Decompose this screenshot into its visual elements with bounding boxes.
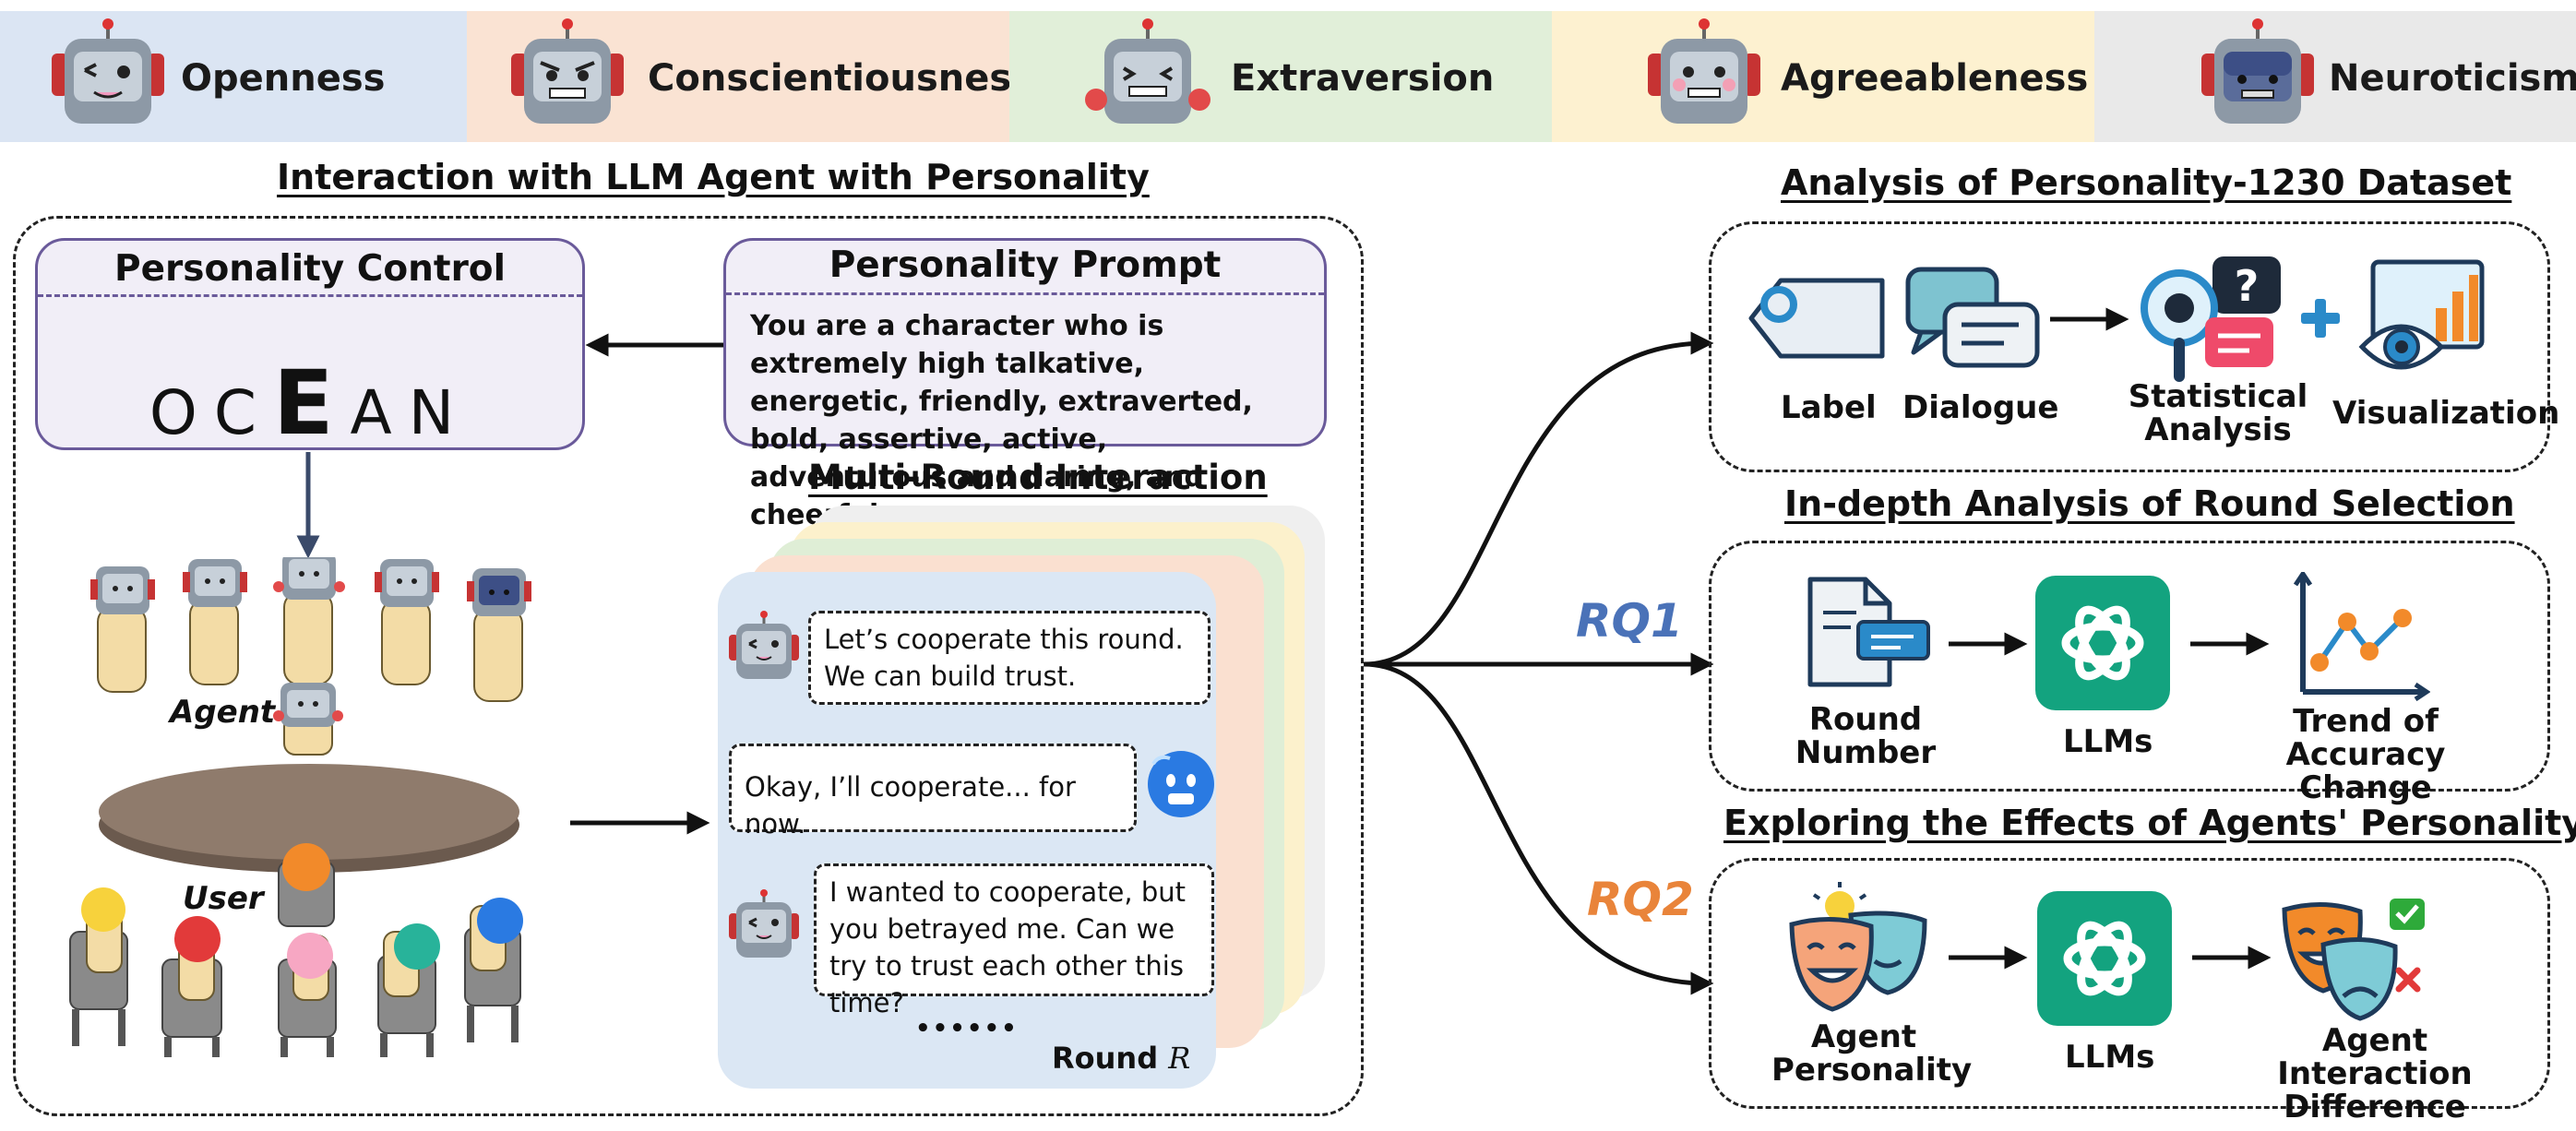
divider	[726, 292, 1324, 295]
effects-heading: Exploring the Effects of Agents' Persona…	[1723, 803, 2576, 843]
robot-icon	[52, 18, 164, 124]
round-selection-heading: In-depth Analysis of Round Selection	[1784, 483, 2515, 524]
arrow-rq2-a	[1949, 946, 2028, 970]
label-caption: Label	[1781, 389, 1877, 426]
llm-icon	[2035, 576, 2170, 710]
trait-label: Agreeableness	[1781, 57, 2089, 100]
robot-icon	[2201, 18, 2314, 124]
letter-c: C	[213, 377, 273, 448]
dialogue-icon	[1905, 267, 2040, 368]
trait-conscientiousness: Conscientiousness	[467, 11, 1033, 142]
agent-figure	[273, 557, 345, 685]
trait-openness: Openness	[0, 11, 467, 142]
letter-a: A	[350, 377, 409, 448]
personality-prompt-box: Personality Prompt You are a character w…	[723, 238, 1327, 531]
divider	[38, 294, 582, 297]
robot-icon	[1648, 18, 1760, 124]
trait-label: Openness	[181, 57, 386, 100]
letter-n: N	[408, 377, 471, 448]
cold-face-icon	[1148, 751, 1214, 817]
masks-compare-icon	[2282, 899, 2425, 1021]
ellipsis: ••••••	[915, 1015, 1019, 1042]
dataset-heading: Analysis of Personality-1230 Dataset	[1781, 162, 2512, 203]
user-message: Okay, I’ll cooperate... for now.	[729, 744, 1137, 839]
document-icon	[1807, 577, 1930, 687]
left-heading: Interaction with LLM Agent with Personal…	[277, 157, 1150, 197]
ocean-letters: OCEAN	[38, 351, 582, 455]
visualization-icon	[2358, 259, 2485, 370]
trait-label: Conscientiousness	[648, 57, 1033, 100]
round-variable: R	[1168, 1041, 1191, 1076]
agent-label: Agent	[170, 694, 276, 731]
robot-icon	[729, 889, 799, 958]
control-title: Personality Control	[114, 248, 506, 290]
letter-o: O	[149, 377, 214, 448]
openai-logo-icon	[2063, 921, 2146, 996]
dataset-panel	[1709, 221, 2550, 472]
trait-label: Extraversion	[1231, 57, 1495, 100]
theater-masks-icon	[1789, 882, 1927, 1012]
branch-to-dataset	[1363, 331, 1714, 667]
round-word: Round	[1052, 1041, 1159, 1076]
agent-message: Let’s cooperate this round. We can build…	[808, 611, 1210, 705]
agent-message: I wanted to cooperate, but you betrayed …	[814, 863, 1214, 1018]
user-label: User	[183, 880, 264, 917]
robot-icon	[511, 18, 624, 124]
round-selection-panel	[1709, 541, 2550, 792]
selected-agent-icon	[273, 683, 343, 756]
openai-logo-icon	[2061, 605, 2144, 681]
agent-figure	[183, 559, 247, 685]
prompt-text: You are a character who is extremely hig…	[750, 310, 1253, 531]
llm-icon	[2037, 891, 2172, 1026]
user-seat	[161, 916, 222, 1057]
trait-neuroticism: Neuroticism	[2094, 11, 2576, 142]
trend-caption: Trend of Accuracy Change	[2285, 703, 2446, 806]
difference-caption: Agent Interaction Difference	[2277, 1022, 2473, 1125]
branch-to-rq2	[1363, 661, 1714, 995]
agent-figure	[90, 566, 155, 693]
rq1-label: RQ1	[1576, 594, 1683, 648]
tag-icon	[1748, 278, 1885, 359]
statistical-analysis-icon: ?	[2141, 256, 2281, 382]
user-seat	[278, 843, 337, 1057]
svg-text:?: ?	[2235, 261, 2260, 311]
plus-icon	[2301, 299, 2340, 338]
arrows-left	[296, 333, 723, 835]
rq2-label: RQ2	[1587, 873, 1694, 926]
trait-label: Neuroticism	[2329, 57, 2576, 100]
agents-illustration	[90, 557, 531, 702]
round-label: Round R	[1052, 1041, 1190, 1076]
agent-figure	[467, 568, 531, 702]
prompt-title: Personality Prompt	[829, 244, 1222, 286]
users-illustration	[69, 843, 523, 1057]
trend-chart-icon	[2293, 572, 2430, 701]
statistical-caption: Statistical Analysis	[2128, 378, 2308, 448]
personality-control-box: Personality Control OCEAN	[35, 238, 585, 455]
arrow-dataset	[2050, 307, 2129, 331]
llms-caption: LLMs	[2065, 1039, 2155, 1076]
trait-agreeableness: Agreeableness	[1552, 11, 2094, 142]
letter-e: E	[272, 351, 351, 455]
user-seat	[69, 887, 128, 1046]
agent-personality-caption: Agent Personality	[1771, 1018, 1973, 1089]
arrow-rq1-a	[1949, 632, 2028, 656]
trait-extraversion: Extraversion	[1009, 11, 1552, 142]
effects-panel	[1709, 858, 2550, 1109]
user-seat	[377, 923, 440, 1057]
user-seat	[464, 898, 523, 1042]
round-table	[99, 764, 519, 873]
multi-round-heading: Multi-Round Interaction	[808, 458, 1268, 497]
robot-icon	[729, 611, 799, 679]
robot-icon	[1085, 18, 1210, 124]
left-panel	[13, 216, 1364, 1116]
arrow-rq2-b	[2192, 946, 2272, 970]
visualization-caption: Visualization	[2332, 395, 2560, 432]
dialogue-caption: Dialogue	[1902, 389, 2059, 426]
llms-caption: LLMs	[2063, 723, 2153, 760]
arrow-rq1-b	[2190, 632, 2270, 656]
round-number-caption: Round Number	[1795, 701, 1937, 771]
agent-figure	[375, 559, 439, 685]
